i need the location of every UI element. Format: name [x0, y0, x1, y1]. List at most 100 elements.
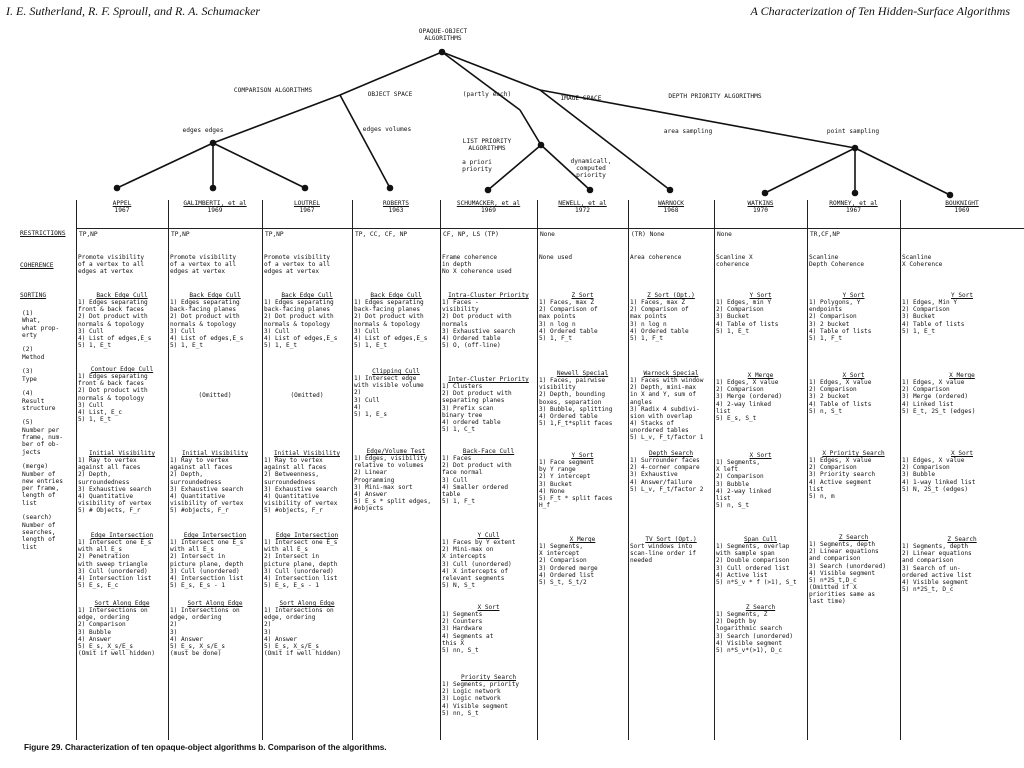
coherence-cell: Promote visibility of a vertex to all ed… — [264, 254, 331, 276]
restrictions-cell: None — [717, 231, 732, 238]
algorithm-name: NEWELL, et al — [558, 200, 607, 207]
algorithm-year: 1970 — [753, 207, 768, 215]
row-label-coherence: COHERENCE — [20, 262, 54, 269]
sorting-step-text: 1) Intersections on edge, ordering 2) 3)… — [170, 607, 240, 658]
column-divider — [168, 200, 169, 740]
sorting-step-title: Back Edge Cull — [370, 292, 422, 299]
sorting-step-text: (Omitted) — [198, 392, 232, 399]
sorting-step-title: Clipping Cull — [372, 368, 420, 375]
sorting-step-text: 1) Ray to vertex against all faces 2) Be… — [264, 457, 338, 515]
algorithm-name: ROMNEY, et al — [829, 200, 878, 207]
algorithm-year: 1963 — [388, 207, 404, 215]
sorting-step-title: X Sort — [477, 604, 500, 611]
algorithm-year: 1967 — [114, 207, 130, 215]
figure-caption: Figure 29. Characterization of ten opaqu… — [24, 743, 387, 752]
coherence-cell: Scanline Depth Coherence — [809, 254, 865, 269]
row-label-sorting-notes: (1) What, what prop- erty (2) Method (3)… — [22, 310, 63, 551]
sorting-step-title: Y Sort — [571, 452, 594, 459]
sorting-step-title: X Merge — [949, 372, 975, 379]
sorting-step-text: 1) Segments, overlap with sample span 2)… — [716, 543, 797, 586]
restrictions-cell: None — [540, 231, 555, 238]
algorithm-year: 1972 — [575, 207, 590, 215]
sorting-step-text: 1) Edges, X value 2) Comparison 3) Prior… — [809, 457, 876, 500]
tree-root-label: OPAQUE-OBJECT ALGORITHMS — [418, 28, 468, 42]
sorting-step-title: X Priority Search — [822, 450, 885, 457]
sorting-step-text: 1) Segments, depth 2) Linear equations a… — [809, 541, 887, 606]
column-divider — [900, 200, 901, 740]
restrictions-cell: TP,NP — [171, 231, 190, 238]
algorithm-name: SCHUMACKER, et al — [456, 200, 521, 207]
column-divider — [714, 200, 715, 740]
tree-image-space-label: IMAGE SPACE — [560, 95, 602, 102]
sorting-step-text: 1) Face segment by Y range 2) Y intercep… — [539, 459, 613, 510]
tree-point-sampling-label: point sampling — [826, 128, 880, 135]
column-divider — [440, 200, 441, 740]
sorting-step-text: 1) Segments, X intercept 2) Comparison 3… — [539, 543, 598, 586]
sorting-step-text: 1) Faces 2) Dot product with face normal… — [442, 455, 512, 506]
sorting-step-title: Newell Special — [556, 370, 609, 377]
coherence-cell: Scanline X coherence — [716, 254, 753, 269]
sorting-step-text: 1) Faces, pairwise visibility 2) Depth, … — [539, 377, 613, 428]
sorting-step: TV Sort (Opt.)Sort windows into scan-lin… — [630, 536, 712, 565]
sorting-step-text: 1) Faces, max Z 2) Comparison of max poi… — [630, 299, 689, 342]
algorithm-year: 1969 — [954, 207, 970, 215]
sorting-step-title: Edge Intersection — [90, 532, 154, 539]
column-divider — [537, 200, 538, 740]
coherence-cell: None used — [539, 254, 573, 261]
sorting-step: (Omitted) — [264, 392, 350, 399]
sorting-step-text: 1) Polygons, Y endpoints 2) Comparison 3… — [809, 299, 872, 342]
coherence-cell: Area coherence — [630, 254, 682, 261]
coherence-cell: Frame coherence in depth No X coherence … — [442, 254, 512, 276]
sorting-step-title: Y Cull — [477, 532, 500, 539]
sorting-step-text: 1) Faces - visibility 2) Dot product wit… — [442, 299, 516, 350]
sorting-step-text: 1) Intersect one E_s with all E_s 2) Int… — [264, 539, 338, 590]
sorting-step-text: 1) Faces, max Z 2) Comparison of max poi… — [539, 299, 598, 342]
sorting-step-text: 1) Edges, Min Y 2) Comparison 3) Bucket … — [902, 299, 965, 335]
running-header-authors: I. E. Sutherland, R. F. Sproull, and R. … — [6, 4, 261, 18]
restrictions-cell: TP,NP — [265, 231, 284, 238]
algorithm-year: 1969 — [207, 207, 223, 215]
running-header-title: A Characterization of Ten Hidden-Surface… — [750, 4, 1010, 18]
sorting-step-title: Z Search — [838, 534, 869, 541]
sorting-step-text: 1) Segments, Z 2) Depth by logarithmic s… — [716, 611, 794, 654]
algorithm-name: APPEL — [112, 200, 132, 207]
sorting-step-title: Edge Intersection — [275, 532, 339, 539]
algorithm-year: 1967 — [846, 207, 861, 215]
sorting-step-title: Initial Visibility — [181, 450, 249, 457]
restrictions-cell: TP, CC, CF, NP — [355, 231, 408, 238]
sorting-step-text: 1) Segments 2) Counters 3) Hardware 4) S… — [442, 611, 494, 654]
